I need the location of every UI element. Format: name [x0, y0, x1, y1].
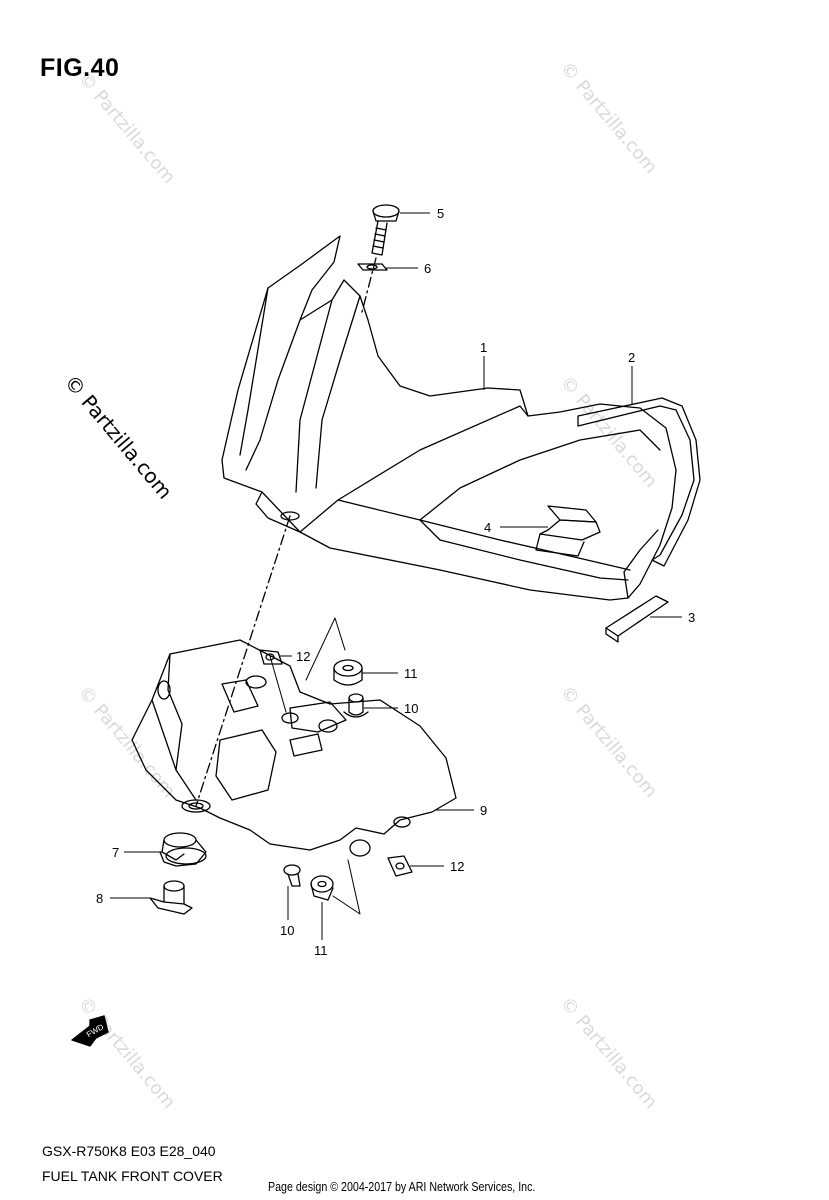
model-code: GSX-R750K8 E03 E28_040: [42, 1143, 216, 1159]
bolt-centerline: [361, 257, 377, 313]
part-4-emblem: [535, 505, 601, 557]
part-11-grommet-lower: [310, 875, 334, 901]
part-5-bolt: [371, 204, 400, 256]
callout-6-label: 6: [424, 261, 431, 276]
part-1-front-cover: [221, 235, 677, 601]
figure-title: FIG.40: [40, 54, 120, 82]
part-6-washer: [357, 263, 388, 271]
copyright-notice: Page design © 2004-2017 by ARI Network S…: [268, 1179, 536, 1194]
part-10-collar-lower: [283, 864, 301, 887]
callout-11a-label: 11: [404, 666, 418, 681]
part-8-collar: [149, 880, 193, 915]
assembly-centerline: [195, 515, 291, 807]
callout-2-label: 2: [628, 350, 635, 365]
callout-5-label: 5: [437, 206, 444, 221]
callout-12b-label: 12: [450, 859, 464, 874]
callout-10b-label: 10: [280, 923, 294, 938]
part-10-collar-upper: [343, 693, 369, 718]
callout-1-label: 1: [480, 340, 487, 355]
callout-10a-label: 10: [404, 701, 418, 716]
part-12-clip-lower: [387, 855, 413, 877]
callout-3-label: 3: [688, 610, 695, 625]
part-2-trim-strip: [577, 397, 701, 567]
part-12-clip-upper: [259, 649, 283, 665]
part-11-grommet-upper: [333, 659, 363, 686]
fwd-arrow-icon: [71, 1015, 109, 1047]
figure-description: FUEL TANK FRONT COVER: [42, 1168, 223, 1184]
clip-leader-upper: [269, 655, 287, 713]
callout-7-label: 7: [112, 845, 119, 860]
callout-9-label: 9: [480, 803, 487, 818]
group-leader-lower: [332, 859, 361, 915]
part-7-grommet: [159, 832, 207, 867]
callout-8-label: 8: [96, 891, 103, 906]
callout-11b-label: 11: [314, 943, 328, 958]
group-leader-upper: [305, 617, 346, 681]
callout-4-label: 4: [484, 520, 491, 535]
part-3-trim-strip: [605, 595, 669, 643]
callout-12a-label: 12: [296, 649, 310, 664]
